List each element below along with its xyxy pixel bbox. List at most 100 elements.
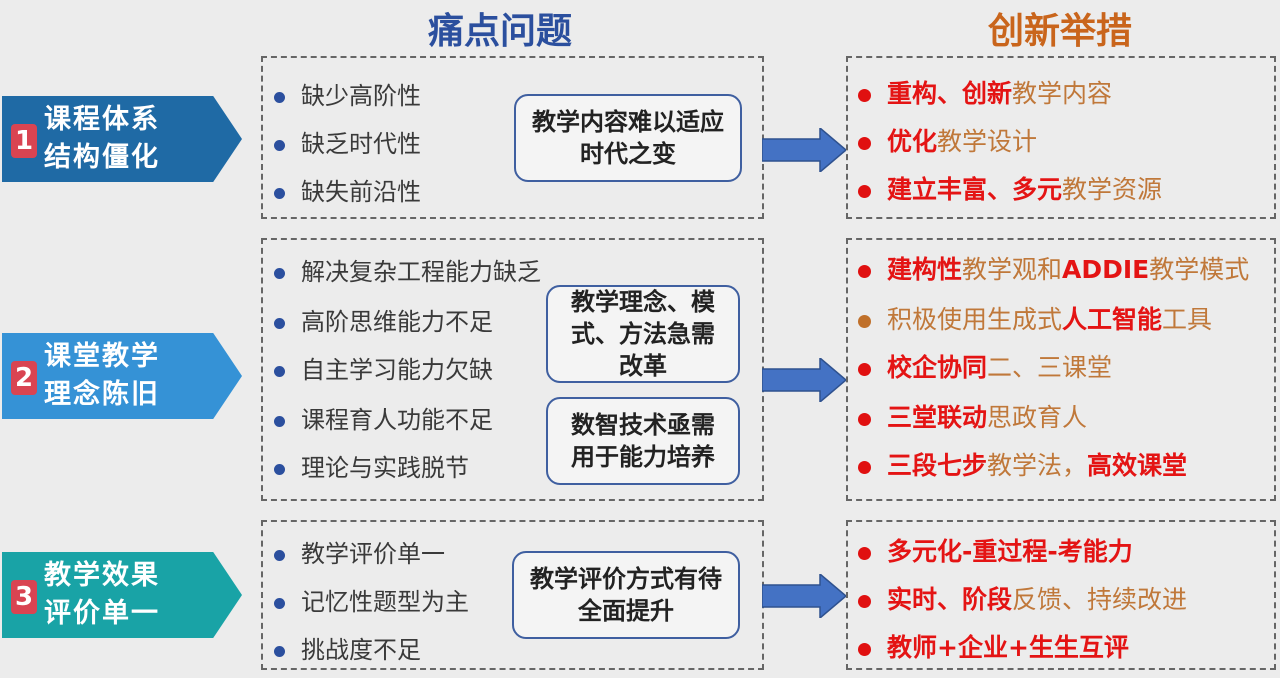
measure-text: 积极使用生成式 xyxy=(887,305,1063,334)
measure-item: 多元化-重过程-考能力 xyxy=(858,532,1133,568)
bullet-icon xyxy=(858,314,871,328)
measure-highlight: 三段七步 xyxy=(887,451,988,480)
bullet-icon xyxy=(274,365,285,377)
problem-text: 理论与实践脱节 xyxy=(301,454,469,482)
label-text: 课程体系结构僵化 xyxy=(44,101,160,177)
measure-item: 积极使用生成式人工智能工具 xyxy=(858,300,1212,336)
label-line: 课程体系 xyxy=(44,104,160,135)
problems-title: 痛点问题 xyxy=(427,11,572,52)
summary-box: 教学理念、模式、方法急需改革 xyxy=(546,285,740,383)
measure-item: 实时、阶段反馈、持续改进 xyxy=(858,580,1187,616)
measures-box xyxy=(846,56,1276,219)
problem-item: 理论与实践脱节 xyxy=(274,448,469,483)
measure-item: 校企协同二、三课堂 xyxy=(858,348,1112,384)
summary-box: 教学内容难以适应时代之变 xyxy=(514,94,742,182)
measure-item: 建构性教学观和ADDIE教学模式 xyxy=(858,250,1249,286)
number-badge: 2 xyxy=(11,361,37,395)
measure-item: 三堂联动思政育人 xyxy=(858,398,1087,434)
label-text: 教学效果评价单一 xyxy=(44,557,160,633)
problem-text: 缺乏时代性 xyxy=(301,130,421,158)
measure-text: 二、三课堂 xyxy=(987,353,1113,382)
bullet-icon xyxy=(274,317,285,329)
bullet-icon xyxy=(858,362,871,376)
measure-highlight: 多元化-重过程-考能力 xyxy=(887,537,1133,566)
label-line: 结构僵化 xyxy=(44,142,160,173)
problem-text: 解决复杂工程能力缺乏 xyxy=(301,258,541,286)
label-line: 评价单一 xyxy=(44,598,160,629)
bullet-icon xyxy=(274,549,285,561)
measure-text: 思政育人 xyxy=(987,403,1088,432)
problem-item: 教学评价单一 xyxy=(274,534,445,569)
measure-highlight: ADDIE xyxy=(1062,255,1150,284)
problem-item: 缺乏时代性 xyxy=(274,124,421,159)
measure-text: 教学内容 xyxy=(1012,79,1113,108)
measure-text: 工具 xyxy=(1162,305,1213,334)
problem-text: 缺少高阶性 xyxy=(301,82,421,110)
problem-item: 缺少高阶性 xyxy=(274,76,421,111)
problem-item: 缺失前沿性 xyxy=(274,172,421,207)
label-text: 课堂教学理念陈旧 xyxy=(44,338,160,414)
problem-text: 教学评价单一 xyxy=(301,540,445,568)
bullet-icon xyxy=(274,415,285,427)
bullet-icon xyxy=(858,88,871,102)
measures-title: 创新举措 xyxy=(987,11,1132,52)
bullet-icon xyxy=(858,264,871,278)
problem-item: 高阶思维能力不足 xyxy=(274,302,493,337)
summary-box: 教学评价方式有待全面提升 xyxy=(512,551,740,639)
measure-text: 教学资源 xyxy=(1062,175,1163,204)
problem-item: 挑战度不足 xyxy=(274,630,421,665)
problem-text: 自主学习能力欠缺 xyxy=(301,356,493,384)
measure-text: 反馈、持续改进 xyxy=(1012,585,1188,614)
right-arrow-icon xyxy=(761,572,848,620)
summary-text: 教学评价方式有待全面提升 xyxy=(530,565,722,625)
bullet-icon xyxy=(858,412,871,426)
problem-text: 记忆性题型为主 xyxy=(301,588,469,616)
problem-text: 缺失前沿性 xyxy=(301,178,421,206)
measure-highlight: 实时、阶段 xyxy=(887,585,1013,614)
problems-box xyxy=(261,56,764,219)
measure-item: 优化教学设计 xyxy=(858,122,1037,158)
measure-highlight: 教师+企业+生生互评 xyxy=(887,633,1129,662)
number-badge: 3 xyxy=(11,580,37,614)
problem-item: 课程育人功能不足 xyxy=(274,400,493,435)
measure-highlight: 高效课堂 xyxy=(1087,451,1188,480)
summary-box: 数智技术亟需用于能力培养 xyxy=(546,397,740,485)
problem-text: 挑战度不足 xyxy=(301,636,421,664)
bullet-icon xyxy=(274,139,285,151)
measure-text: 教学法， xyxy=(987,451,1088,480)
problem-text: 课程育人功能不足 xyxy=(301,406,493,434)
label-line: 理念陈旧 xyxy=(44,379,160,410)
measure-item: 建立丰富、多元教学资源 xyxy=(858,170,1162,206)
label-line: 课堂教学 xyxy=(44,341,160,372)
measure-text: 教学设计 xyxy=(937,127,1038,156)
problem-item: 记忆性题型为主 xyxy=(274,582,469,617)
bullet-icon xyxy=(858,184,871,198)
bullet-icon xyxy=(274,645,285,657)
bullet-icon xyxy=(274,597,285,609)
bullet-icon xyxy=(274,463,285,475)
problem-text: 高阶思维能力不足 xyxy=(301,308,493,336)
bullet-icon xyxy=(274,91,285,103)
bullet-icon xyxy=(858,546,871,560)
problem-item: 解决复杂工程能力缺乏 xyxy=(274,252,541,287)
measure-item: 重构、创新教学内容 xyxy=(858,74,1112,110)
measures-box xyxy=(846,520,1276,670)
summary-text: 数智技术亟需用于能力培养 xyxy=(571,411,715,471)
measure-highlight: 校企协同 xyxy=(887,353,988,382)
label-line: 教学效果 xyxy=(44,560,160,591)
problem-item: 自主学习能力欠缺 xyxy=(274,350,493,385)
bullet-icon xyxy=(858,642,871,656)
summary-text: 教学理念、模式、方法急需改革 xyxy=(571,288,715,380)
measure-highlight: 人工智能 xyxy=(1062,305,1163,334)
measure-highlight: 优化 xyxy=(887,127,938,156)
measure-highlight: 建立丰富、多元 xyxy=(887,175,1063,204)
measure-highlight: 建构性 xyxy=(887,255,963,284)
measure-text: 教学观和 xyxy=(962,255,1063,284)
measure-text: 教学模式 xyxy=(1149,255,1250,284)
measure-item: 教师+企业+生生互评 xyxy=(858,628,1129,664)
bullet-icon xyxy=(858,460,871,474)
right-arrow-icon xyxy=(761,126,848,174)
summary-text: 教学内容难以适应时代之变 xyxy=(532,108,724,168)
